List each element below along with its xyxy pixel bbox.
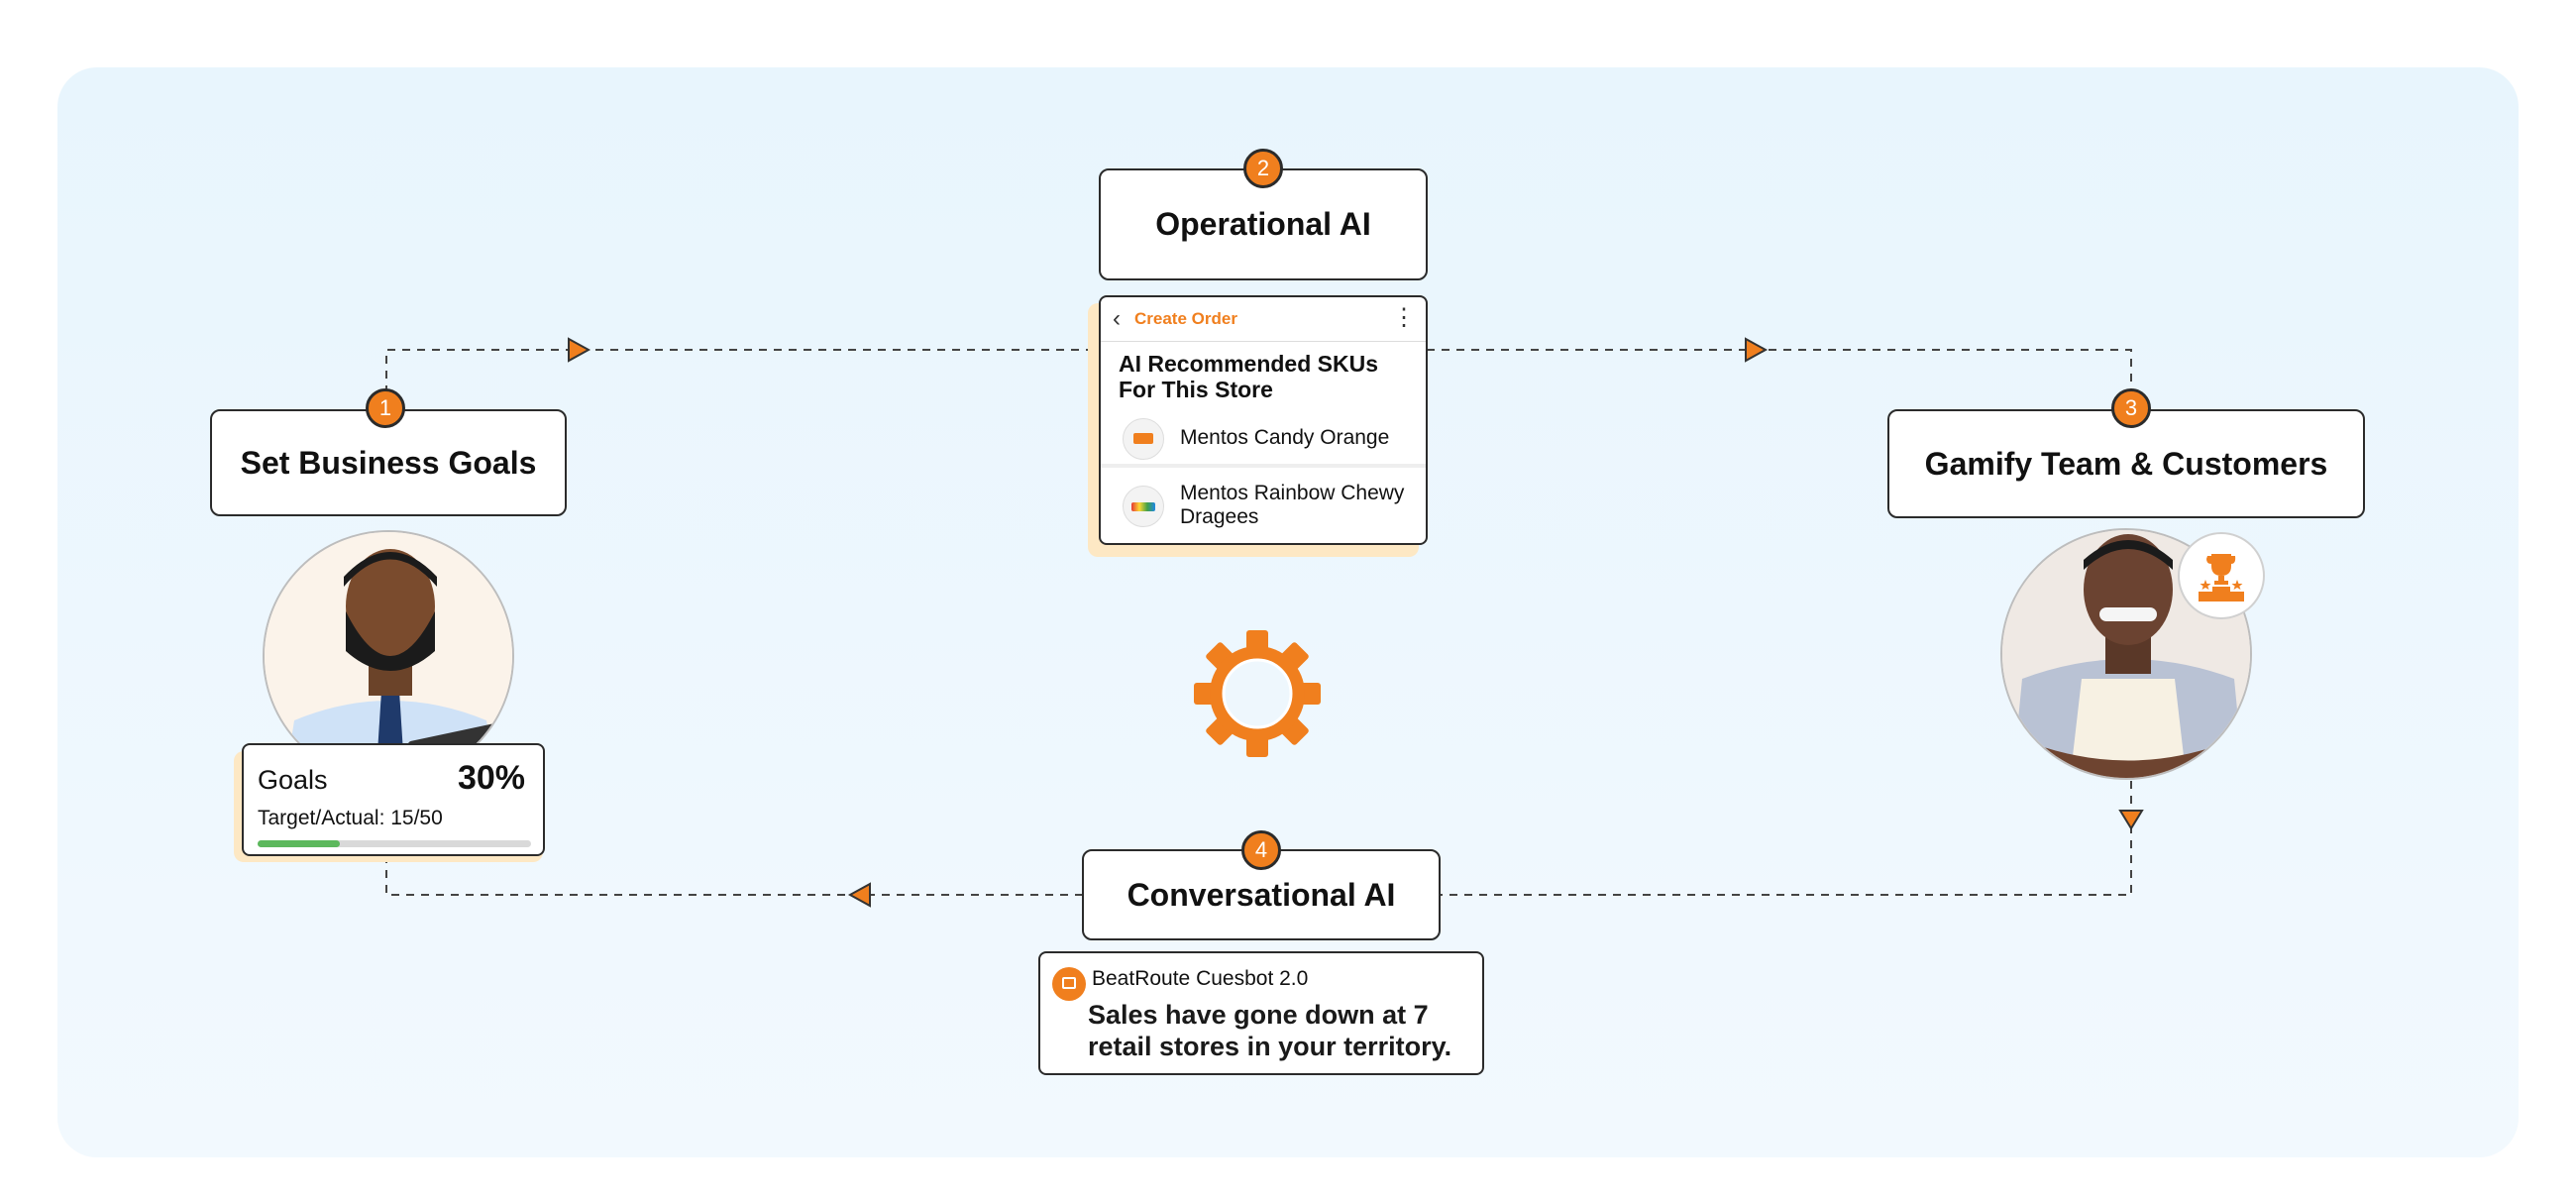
step-1-title: Set Business Goals bbox=[240, 444, 537, 481]
chat-icon bbox=[1052, 967, 1086, 1001]
arrow-right-2 bbox=[1745, 337, 1769, 363]
step-2-number: 2 bbox=[1256, 156, 1270, 180]
goals-target: Target/Actual: 15/50 bbox=[258, 807, 443, 829]
arrow-right-1 bbox=[568, 337, 591, 363]
chat-message: Sales have gone down at 7 retail stores … bbox=[1088, 1000, 1452, 1061]
trophy-icon bbox=[2199, 554, 2244, 602]
arrow-left-4 bbox=[847, 882, 871, 908]
goals-card: Goals 30% Target/Actual: 15/50 bbox=[242, 743, 545, 856]
step-2-title: Operational AI bbox=[1155, 206, 1371, 242]
kebab-menu-icon[interactable]: ⋮ bbox=[1392, 304, 1416, 331]
businessman-illustration bbox=[265, 532, 512, 780]
step-3-title: Gamify Team & Customers bbox=[1924, 445, 2328, 482]
order-card-header-title: Create Order bbox=[1134, 309, 1237, 328]
chat-bot-name: BeatRoute Cuesbot 2.0 bbox=[1092, 967, 1309, 990]
sku-1-thumbnail bbox=[1123, 418, 1164, 460]
order-card-header: ‹ Create Order ⋮ bbox=[1101, 297, 1426, 342]
step-2-badge: 2 bbox=[1243, 149, 1283, 188]
step-4-badge: 4 bbox=[1241, 830, 1281, 870]
goals-progress-bar bbox=[258, 840, 531, 847]
step-2-box: Operational AI bbox=[1099, 168, 1428, 280]
goals-label: Goals bbox=[258, 765, 328, 795]
goals-progress-fill bbox=[258, 840, 340, 847]
arrow-down-3 bbox=[2118, 810, 2144, 830]
order-card-title: AI Recommended SKUs For This Store bbox=[1119, 351, 1379, 402]
order-card: ‹ Create Order ⋮ AI Recommended SKUs For… bbox=[1099, 295, 1428, 545]
step-1-number: 1 bbox=[378, 395, 392, 420]
back-chevron-icon[interactable]: ‹ bbox=[1113, 305, 1121, 332]
sku-item-1[interactable]: Mentos Candy Orange bbox=[1101, 410, 1426, 468]
step-1-badge: 1 bbox=[366, 388, 405, 428]
step-3-box: Gamify Team & Customers bbox=[1887, 409, 2365, 518]
trophy-badge bbox=[2178, 532, 2265, 619]
sku-item-2[interactable]: Mentos Rainbow Chewy Dragees bbox=[1101, 468, 1426, 543]
gear-icon bbox=[1194, 630, 1321, 757]
step-3-number: 3 bbox=[2124, 395, 2138, 420]
step-4-number: 4 bbox=[1254, 837, 1268, 862]
chat-card: BeatRoute Cuesbot 2.0 Sales have gone do… bbox=[1038, 951, 1484, 1075]
shopkeeper-illustration bbox=[2002, 530, 2250, 778]
step-4-title: Conversational AI bbox=[1127, 876, 1396, 913]
person-1-avatar bbox=[263, 530, 514, 782]
sku-2-thumbnail bbox=[1123, 486, 1164, 527]
person-3-avatar bbox=[2000, 528, 2252, 780]
goals-percent: 30% bbox=[457, 759, 525, 797]
sku-1-name: Mentos Candy Orange bbox=[1180, 426, 1390, 449]
step-3-badge: 3 bbox=[2111, 388, 2151, 428]
sku-2-name: Mentos Rainbow Chewy Dragees bbox=[1180, 482, 1405, 528]
